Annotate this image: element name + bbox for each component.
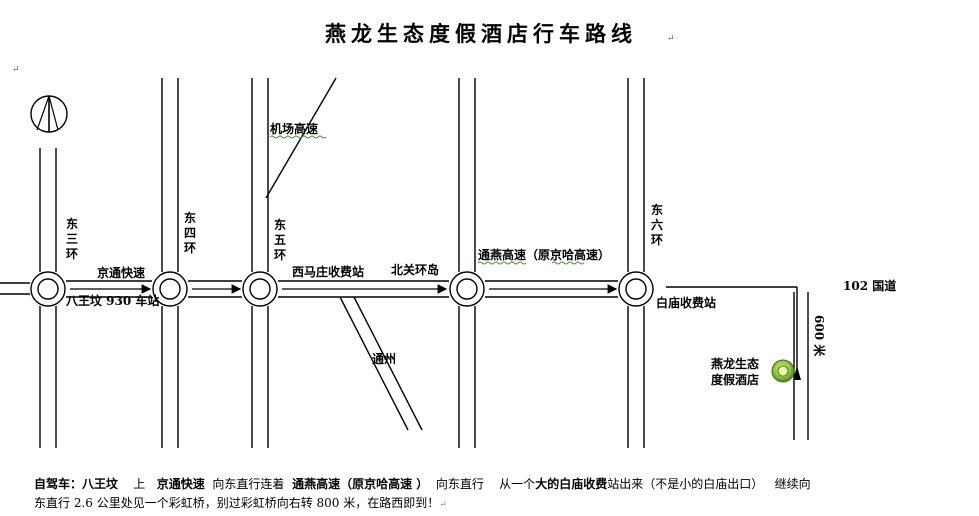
directions-part: 从一个 <box>499 477 536 491</box>
label-baimiao-toll: 白庙收费站 <box>656 295 716 310</box>
ring-road-5 <box>251 78 269 448</box>
label-ring6: 东 六 环 <box>651 202 663 247</box>
label-road-102: 102 国道 <box>843 278 896 293</box>
svg-text:环: 环 <box>184 241 196 255</box>
svg-text:五: 五 <box>274 233 286 247</box>
directions-part: 自驾车：八王坟 <box>34 477 119 491</box>
tongzhou-road <box>339 296 423 431</box>
main-highway <box>0 280 618 298</box>
svg-text:四: 四 <box>184 226 196 240</box>
directions-part: 东直行 2.6 公里处见一个彩虹桥，别过彩虹桥向右转 800 米，在路西即到！ <box>34 496 440 510</box>
svg-text:三: 三 <box>66 232 78 246</box>
roundabout-beiguan <box>449 271 485 307</box>
ring-road-3 <box>39 148 57 448</box>
label-hotel-line1: 燕龙生态 <box>711 356 759 371</box>
label-600m: 600 米 <box>812 315 827 357</box>
label-bawangfen-station: 八王坟 930 车站 <box>65 293 159 308</box>
label-jingtong-expressway: 京通快速 <box>97 265 145 280</box>
label-ximazhuang-toll: 西马庄收费站 <box>292 264 364 279</box>
svg-text:东: 东 <box>651 202 663 217</box>
directions-part: 继续向 <box>774 477 811 491</box>
svg-text:六: 六 <box>651 217 663 232</box>
hotel-location-icon <box>771 359 795 383</box>
svg-text:环: 环 <box>274 248 286 262</box>
svg-text:环: 环 <box>66 247 78 261</box>
label-airport-expressway: 机场高速 <box>270 121 318 136</box>
label-ring4: 东 四 环 <box>184 210 196 255</box>
paragraph-mark: ↵ <box>12 65 20 75</box>
directions-part: 京通快速 <box>156 477 205 491</box>
svg-text:环: 环 <box>651 233 663 247</box>
label-ring5: 东 五 环 <box>274 217 286 262</box>
roundabout-ring6 <box>618 271 654 307</box>
directions-part: 向东直行连着 <box>212 477 285 491</box>
road-102 <box>666 286 809 440</box>
directions-part: 站出来（不是小的白庙出口） <box>607 477 764 491</box>
north-arrow-icon <box>30 95 68 133</box>
arrow-down-icon <box>793 366 801 380</box>
label-hotel-line2: 度假酒店 <box>711 372 759 387</box>
label-ring3: 东 三 环 <box>66 216 78 261</box>
paragraph-mark: ↵ <box>439 500 447 510</box>
label-tongyan-expressway: 通燕高速（原京哈高速） <box>478 247 610 262</box>
roundabout-ring3 <box>30 271 66 307</box>
directions-part: 向东直行 <box>435 477 484 491</box>
svg-text:东: 东 <box>184 210 196 225</box>
label-tongzhou: 通州 <box>372 351 396 366</box>
directions-text: 自驾车：八王坟 上 京通快速 向东直行连着 通燕高速（原京哈高速 ） 向东直行 … <box>34 475 939 515</box>
label-beiguan-roundabout: 北关环岛 <box>391 262 439 277</box>
directions-part: 上 <box>133 477 146 491</box>
roundabout-ring5 <box>242 271 278 307</box>
directions-line-2: 东直行 2.6 公里处见一个彩虹桥，别过彩虹桥向右转 800 米，在路西即到！↵ <box>34 494 939 515</box>
ring-road-4 <box>161 78 179 448</box>
page-title: 燕龙生态度假酒店行车路线 <box>325 21 637 46</box>
svg-text:东: 东 <box>66 216 78 231</box>
ring-road-north-guan <box>458 78 476 448</box>
directions-line-1: 自驾车：八王坟 上 京通快速 向东直行连着 通燕高速（原京哈高速 ） 向东直行 … <box>34 475 939 494</box>
directions-part: 通燕高速（原京哈高速 ） <box>292 477 429 491</box>
svg-text:东: 东 <box>274 217 286 232</box>
roundabout-ring4 <box>152 271 188 307</box>
directions-part: 大的白庙收费 <box>535 477 608 491</box>
ring-road-6 <box>627 78 645 448</box>
paragraph-mark: ↵ <box>667 34 675 44</box>
